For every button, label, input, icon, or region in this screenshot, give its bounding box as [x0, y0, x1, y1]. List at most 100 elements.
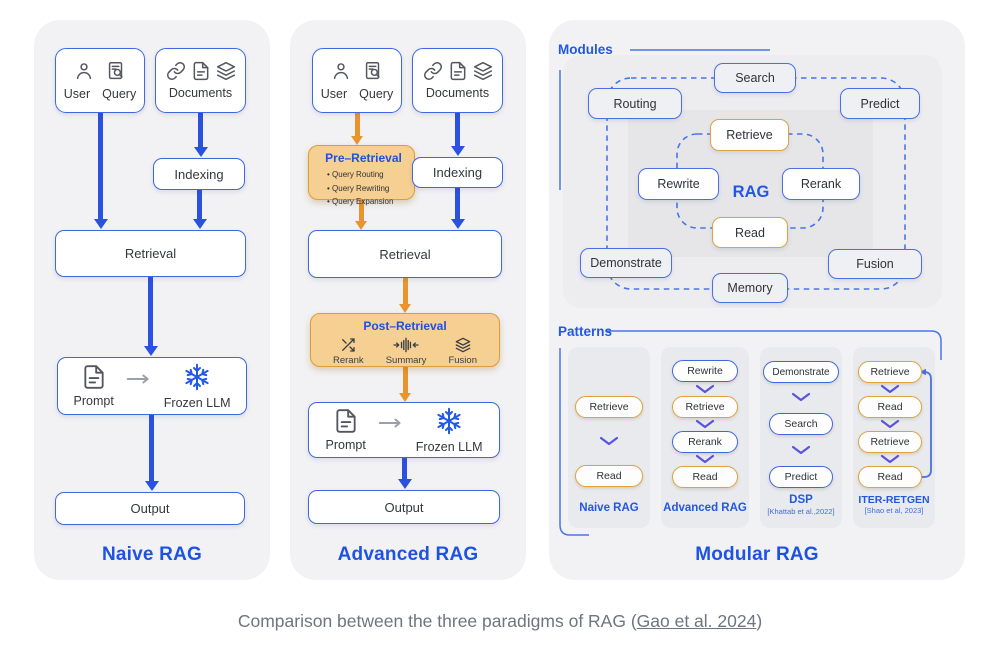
flow-arrow [149, 415, 154, 482]
indexing-box: Indexing [412, 157, 503, 188]
prompt-item: Prompt [326, 408, 366, 452]
pattern-step-label: Search [784, 418, 818, 430]
pattern-step: Search [769, 413, 833, 435]
frozen-llm-item: Frozen LLM [164, 362, 231, 410]
caption-suffix: ) [756, 611, 763, 631]
module-read: Read [712, 217, 788, 248]
prompt-label: Prompt [325, 438, 366, 452]
prompt-llm-box: Prompt Frozen LLM [57, 357, 247, 415]
pre-retrieval-item: Query Rewriting [327, 182, 410, 196]
pattern-step: Rewrite [672, 360, 738, 382]
panel-title-naive-rag: Naive RAG [101, 544, 202, 565]
module-routing-label: Routing [613, 96, 657, 111]
advanced-rag-panel: User Query Documents [290, 20, 526, 580]
module-rerank-label: Rerank [800, 177, 842, 191]
frozen-llm-label: Frozen LLM [163, 396, 231, 410]
naive-rag-panel: User Query Documents [34, 20, 270, 580]
module-fusion-label: Fusion [856, 257, 894, 271]
arrow-right-icon [126, 374, 149, 384]
user-query-icons [330, 60, 384, 82]
chevron-down-icon [695, 454, 715, 464]
rerank-label: Rerank [333, 355, 364, 366]
summary-item: Summary [386, 337, 426, 366]
chevron-down-icon [599, 436, 619, 446]
pattern-citation: [Shao et al, 2023] [864, 506, 924, 515]
retrieval-label: Retrieval [124, 246, 177, 261]
document-icon [450, 61, 465, 81]
query-document-icon [108, 62, 123, 80]
layers-icon [473, 61, 492, 81]
fusion-label: Fusion [448, 355, 477, 366]
flow-arrow-orange [403, 278, 408, 305]
module-memory-label: Memory [727, 281, 773, 295]
rerank-item: Rerank [333, 337, 364, 366]
chevron-down-icon [791, 392, 811, 402]
query-label: Query [102, 87, 137, 101]
user-query-icons [73, 60, 127, 82]
module-demonstrate: Demonstrate [580, 248, 672, 278]
pattern-advanced-rag: Rewrite Retrieve Rerank Read Advanced RA… [661, 347, 749, 528]
pattern-step-label: Retrieve [589, 401, 629, 413]
flow-arrow [197, 190, 202, 220]
chevron-down-icon [791, 445, 811, 455]
pattern-step-label: Read [692, 471, 718, 483]
pattern-step-label: Retrieve [685, 401, 725, 413]
pattern-step-label: Retrieve [870, 436, 910, 448]
panel-title-advanced-rag: Advanced RAG [337, 544, 479, 565]
flow-arrow [98, 113, 103, 220]
user-label: User [320, 87, 348, 101]
patterns-section-label: Patterns [558, 324, 613, 339]
pattern-step: Read [575, 465, 643, 487]
module-rewrite-label: Rewrite [657, 177, 700, 191]
pattern-step: Read [672, 466, 738, 488]
user-query-box: User Query [312, 48, 402, 113]
pattern-step: Read [858, 466, 922, 488]
query-document-icon [365, 62, 380, 80]
user-label: User [63, 87, 91, 101]
module-search: Search [714, 63, 796, 93]
link-icon [166, 61, 185, 81]
flow-arrow-orange [359, 200, 364, 222]
caption-link[interactable]: Gao et al. 2024 [636, 611, 757, 631]
module-fusion: Fusion [828, 249, 922, 279]
module-read-label: Read [735, 225, 765, 240]
modules-section-label: Modules [558, 42, 613, 57]
post-retrieval-items: Rerank Summary Fusion [311, 333, 499, 366]
pattern-step: Retrieve [858, 361, 922, 383]
link-icon [423, 61, 442, 81]
chevron-down-icon [880, 384, 900, 394]
indexing-box: Indexing [153, 158, 245, 190]
flow-arrow-orange [403, 367, 408, 394]
document-icon [84, 365, 104, 389]
snowflake-icon [184, 363, 211, 391]
module-retrieve-label: Retrieve [726, 128, 773, 142]
pre-retrieval-item: Query Expansion [327, 195, 410, 209]
pre-retrieval-item: Query Routing [327, 168, 410, 182]
pre-retrieval-list: Query Routing Query Rewriting Query Expa… [317, 168, 410, 209]
figure-caption: Comparison between the three paradigms o… [0, 611, 1000, 632]
loop-arrow [919, 368, 932, 478]
snowflake-icon [436, 407, 463, 435]
pattern-name: Naive RAG [579, 502, 639, 514]
pre-retrieval-box: Pre–Retrieval Query Routing Query Rewrit… [308, 145, 415, 206]
pattern-step: Retrieve [672, 396, 738, 418]
pattern-step-label: Rewrite [687, 365, 723, 377]
output-box: Output [308, 490, 500, 524]
caption-text: Comparison between the three paradigms o… [237, 611, 637, 631]
documents-label: Documents [168, 86, 233, 100]
panel-title-modular-rag: Modular RAG [695, 544, 819, 565]
rag-center-label: RAG [732, 183, 770, 201]
pattern-step: Read [858, 396, 922, 418]
module-retrieve: Retrieve [710, 119, 789, 151]
flow-arrow [455, 188, 460, 220]
pattern-name: DSP [789, 494, 813, 506]
query-label: Query [359, 87, 394, 101]
fusion-item: Fusion [448, 337, 477, 366]
arrow-right-icon [378, 418, 401, 428]
module-routing: Routing [588, 88, 682, 119]
pattern-step-label: Read [596, 470, 622, 482]
flow-arrow-orange [355, 113, 360, 137]
user-icon [76, 63, 92, 80]
pattern-step-label: Read [877, 471, 903, 483]
